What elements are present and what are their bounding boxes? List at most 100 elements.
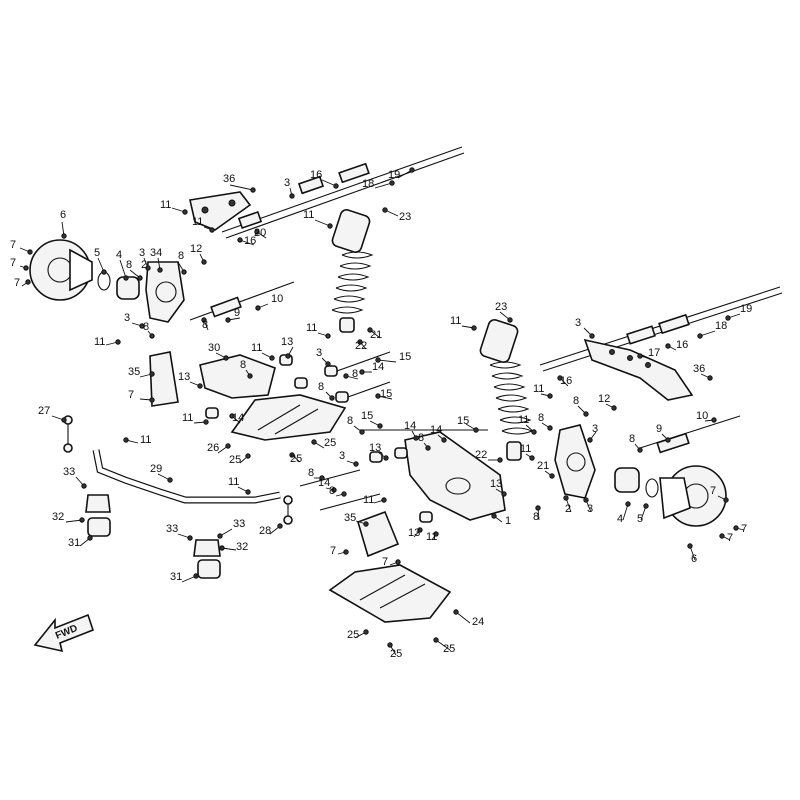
callout-c16c: 16 bbox=[676, 339, 688, 351]
fastener-dot bbox=[531, 429, 537, 435]
callout-c7c: 7 bbox=[14, 277, 20, 289]
fastener-dot bbox=[255, 305, 261, 311]
callout-c25a: 25 bbox=[229, 454, 241, 466]
fastener-dot bbox=[237, 237, 243, 243]
fastener-dot bbox=[547, 393, 553, 399]
fastener-dot bbox=[157, 267, 163, 273]
fastener-dot bbox=[329, 395, 335, 401]
fastener-dot bbox=[289, 452, 295, 458]
callout-c19b: 19 bbox=[740, 303, 752, 315]
fastener-dot bbox=[433, 637, 439, 643]
forward-direction-arrow bbox=[33, 613, 94, 653]
callout-leader-lines bbox=[19, 167, 745, 656]
long-bolt-right-lower bbox=[639, 415, 741, 454]
callout-c18b: 18 bbox=[715, 320, 727, 332]
callout-c8h: 8 bbox=[573, 395, 579, 407]
fastener-dot bbox=[87, 535, 93, 541]
callout-c21b: 21 bbox=[537, 460, 549, 472]
callout-c11a: 11 bbox=[160, 199, 171, 211]
fastener-dot bbox=[733, 525, 739, 531]
callout-c11o: 11 bbox=[426, 531, 437, 543]
fastener-dot bbox=[149, 397, 155, 403]
long-rod-upper-right bbox=[539, 286, 783, 372]
callout-c14b: 14 bbox=[232, 412, 244, 424]
callout-c25b: 25 bbox=[290, 453, 302, 465]
callout-c26: 26 bbox=[207, 442, 219, 454]
fastener-dot bbox=[417, 527, 423, 533]
callout-c32b: 32 bbox=[236, 541, 248, 553]
fastener-dot bbox=[375, 357, 381, 363]
callout-c8j: 8 bbox=[629, 433, 635, 445]
leader-line bbox=[435, 639, 451, 651]
fastener-dot bbox=[333, 183, 339, 189]
callout-c4a: 4 bbox=[116, 249, 122, 261]
callout-c9a: 9 bbox=[234, 307, 240, 319]
callout-c8k: 8 bbox=[347, 415, 353, 427]
callout-c14d: 14 bbox=[430, 424, 442, 436]
fastener-dot bbox=[377, 423, 383, 429]
callout-c15a: 15 bbox=[399, 351, 411, 363]
fastener-dot bbox=[25, 279, 31, 285]
fastener-dot bbox=[182, 209, 188, 215]
callout-c13a: 13 bbox=[281, 336, 293, 348]
callout-c17: 17 bbox=[648, 347, 660, 359]
fastener-dot bbox=[285, 353, 291, 359]
callout-c11l: 11 bbox=[518, 414, 529, 426]
callout-c11m: 11 bbox=[520, 443, 531, 455]
fastener-dot bbox=[359, 429, 365, 435]
fastener-dot bbox=[353, 461, 359, 467]
wheel-bearing-right bbox=[614, 467, 640, 493]
callout-c11c: 11 bbox=[303, 209, 314, 221]
fastener-dot bbox=[583, 411, 589, 417]
callout-c12b: 12 bbox=[598, 393, 610, 405]
fastener-dot bbox=[254, 229, 260, 235]
fastener-dot bbox=[471, 325, 477, 331]
fastener-dot bbox=[137, 275, 143, 281]
callout-c7d: 7 bbox=[128, 389, 134, 401]
fastener-dot bbox=[441, 437, 447, 443]
callout-c20: 20 bbox=[254, 227, 266, 239]
callout-c21a: 21 bbox=[370, 329, 382, 341]
fastener-dot bbox=[637, 353, 643, 359]
skid-plate-24 bbox=[328, 564, 452, 623]
callout-c16a: 16 bbox=[310, 169, 322, 181]
snap-ring-right bbox=[645, 478, 659, 498]
callout-c8a: 8 bbox=[126, 259, 132, 271]
fastener-dot bbox=[382, 207, 388, 213]
fastener-dot bbox=[123, 437, 129, 443]
mounting-plate-35-right bbox=[357, 510, 400, 558]
callout-c8l: 8 bbox=[418, 432, 424, 444]
callout-c23a: 23 bbox=[399, 211, 411, 223]
brake-disc-left bbox=[29, 239, 93, 301]
fastener-dot bbox=[289, 193, 295, 199]
fastener-dot bbox=[250, 187, 256, 193]
callout-c30: 30 bbox=[208, 342, 220, 354]
callout-c7f: 7 bbox=[741, 523, 747, 535]
callout-c15d: 15 bbox=[457, 415, 469, 427]
fastener-dot bbox=[319, 475, 325, 481]
fastener-dot bbox=[363, 629, 369, 635]
fastener-dot bbox=[61, 233, 67, 239]
callout-c8f: 8 bbox=[240, 359, 246, 371]
fastener-dot bbox=[341, 491, 347, 497]
callout-c7b: 7 bbox=[10, 257, 16, 269]
fastener-dot bbox=[139, 323, 145, 329]
skid-plate-26 bbox=[230, 394, 347, 441]
fastener-dot bbox=[395, 559, 401, 565]
fastener-dot bbox=[359, 369, 365, 375]
callout-c7h: 7 bbox=[330, 545, 336, 557]
upper-trailing-plate-left bbox=[189, 191, 252, 231]
fastener-dot bbox=[123, 275, 129, 281]
callout-c1: 1 bbox=[505, 515, 511, 527]
leader-line bbox=[229, 184, 254, 191]
fastener-dot bbox=[665, 437, 671, 443]
callout-c35a: 35 bbox=[128, 366, 140, 378]
fastener-dot bbox=[387, 642, 393, 648]
callout-c8o: 8 bbox=[533, 511, 539, 523]
fastener-dot bbox=[707, 375, 713, 381]
callout-c3c: 3 bbox=[124, 312, 130, 324]
callout-c27: 27 bbox=[38, 405, 50, 417]
callout-c11i: 11 bbox=[228, 476, 239, 488]
callout-c7g: 7 bbox=[727, 532, 733, 544]
